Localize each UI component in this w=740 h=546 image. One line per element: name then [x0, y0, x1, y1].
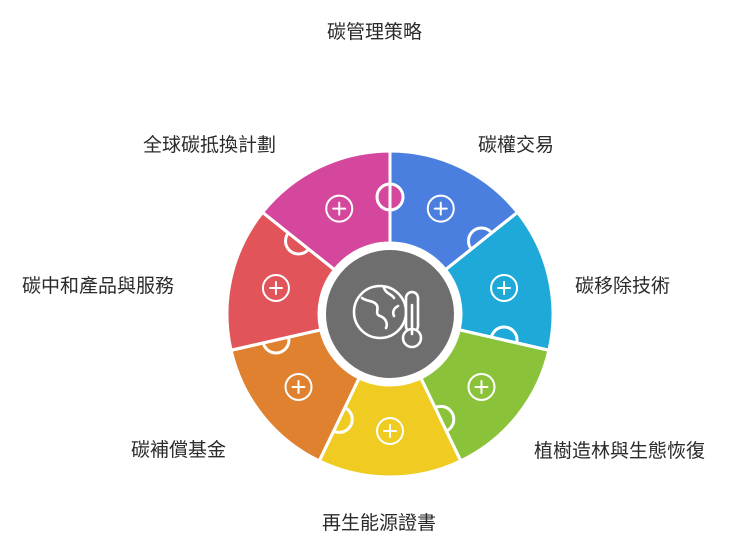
diagram-title: 碳管理策略 [327, 21, 423, 43]
label-carbon-removal: 碳移除技術 [575, 275, 671, 297]
battery-leaf-icon [376, 417, 404, 445]
seo-globe-icon [325, 194, 354, 223]
label-carbon-trading: 碳權交易 [478, 134, 555, 156]
bitcoin-cycle-icon [284, 372, 313, 401]
tree-stump-icon [467, 372, 496, 401]
label-renewable-certificates: 再生能源證書 [322, 512, 437, 534]
segment-seam [444, 211, 519, 271]
center-hub [326, 250, 454, 378]
globe-thermometer-icon [352, 284, 423, 349]
segment-seam [230, 328, 322, 352]
segment-carbon-removal [443, 210, 555, 353]
label-reforestation: 植樹造林與生態恢復 [534, 440, 706, 462]
label-compensation-fund: 碳補償基金 [131, 439, 227, 461]
refresh-cycle-icon [426, 194, 455, 223]
segment-reforestation [418, 328, 551, 463]
segment-seam [261, 211, 336, 271]
segments-layer [225, 149, 555, 479]
label-global-offset: 全球碳抵換計劃 [143, 134, 277, 156]
segment-seam [458, 328, 550, 352]
segment-seam [317, 377, 361, 462]
segment-seam [419, 377, 463, 462]
lightbulb-icon [261, 273, 290, 302]
segment-neutral-products [225, 210, 337, 353]
label-neutral-products: 碳中和產品與服務 [22, 275, 175, 297]
airflow-icon [490, 273, 519, 302]
segment-compensation-fund [229, 328, 362, 463]
